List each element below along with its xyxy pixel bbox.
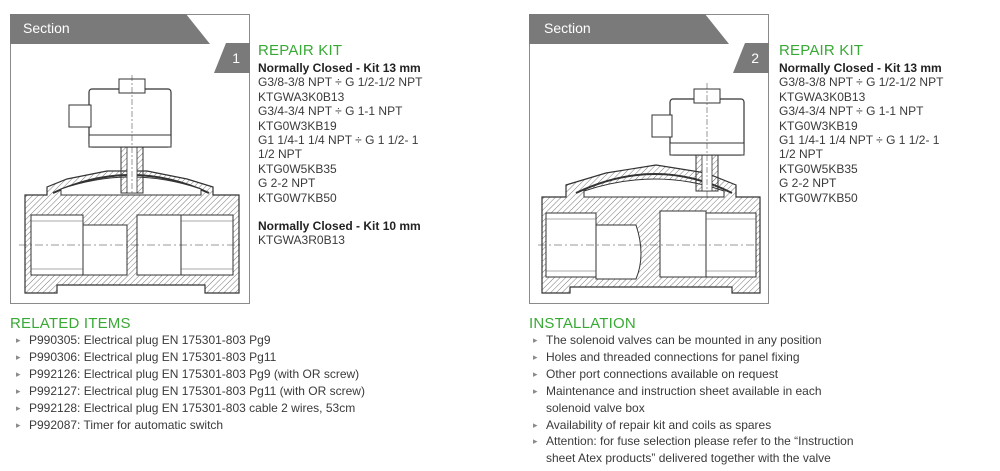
section-number-badge-1: 1 [214,43,250,73]
list-item: ▸ P992128: Electrical plug EN 175301-803 … [16,400,436,417]
solenoid-valve-section-drawing [538,83,762,294]
list-item: ▸ P990305: Electrical plug EN 175301-803 … [16,332,436,349]
repair-kit-line: G3/4-3/4 NPT ÷ G 1-1 NPT [258,104,403,119]
section-number-badge-2: 2 [733,43,769,73]
bullet-arrow-icon: ▸ [533,385,538,396]
section-box-2: Section 2 [529,14,769,304]
repair-kit-title: REPAIR KIT [258,42,343,59]
list-item: ▸ P992087: Timer for automatic switch [16,417,436,434]
related-item-text: P990305: Electrical plug EN 175301-803 P… [29,333,271,347]
repair-kit-line: KTGWA3K0B13 [779,89,866,104]
installation-item-text: Attention: for fuse selection please ref… [546,434,854,466]
repair-kit-2: REPAIR KIT Normally Closed - Kit 13 mm G… [779,43,989,205]
repair-kit-subtitle: Normally Closed - Kit 10 mm [258,219,421,234]
bullet-arrow-icon: ▸ [533,419,538,430]
section-number: 2 [751,50,759,66]
section-tab-shape [529,14,729,44]
list-item: ▸ Holes and threaded connections for pane… [533,349,883,366]
related-item-text: P990306: Electrical plug EN 175301-803 P… [29,349,277,364]
list-item: ▸ Maintenance and instruction sheet avail… [533,383,883,417]
bullet-arrow-icon: ▸ [533,368,538,379]
installation-item-text: Availability of repair kit and coils as … [546,417,772,432]
installation-item-text: Other port connections available on requ… [546,366,779,381]
list-item: ▸ Other port connections available on req… [533,366,883,383]
section-tab-label: Section [23,20,70,36]
repair-kit-subtitle: Normally Closed - Kit 13 mm [779,61,942,75]
repair-kit-line: 1/2 NPT [258,147,303,162]
repair-kit-line: KTG0W3KB19 [779,118,858,133]
repair-kit-line: KTG0W3KB19 [258,118,337,133]
related-item-text: P992127: Electrical plug EN 175301-803 P… [29,383,365,398]
repair-kit-line: KTGWA3K0B13 [258,89,345,104]
repair-kit-1: REPAIR KIT Normally Closed - Kit 13 mm G… [258,43,508,248]
installation-heading: INSTALLATION [529,315,636,332]
repair-kit-line: KTG0W7KB50 [258,190,337,205]
repair-kit-subtitle: Normally Closed - Kit 13 mm [258,61,421,75]
installation-list: ▸ The solenoid valves can be mounted in a… [533,332,883,467]
section-tab-1: Section [10,14,210,44]
repair-kit-line: G3/8-3/8 NPT ÷ G 1/2-1/2 NPT [258,75,423,90]
bullet-arrow-icon: ▸ [16,419,21,430]
number-badge-shape [733,43,769,73]
bullet-arrow-icon: ▸ [533,351,538,362]
list-item: ▸ Availability of repair kit and coils as… [533,417,883,434]
repair-kit-line: KTG0W5KB35 [779,161,858,176]
related-item-text: P992126: Electrical plug EN 175301-803 P… [29,366,360,381]
section-number: 1 [232,50,240,66]
installation-item-text: The solenoid valves can be mounted in an… [546,333,822,347]
repair-kit-line: KTG0W7KB50 [779,190,858,205]
repair-kit-line: KTGWA3R0B13 [258,233,345,248]
repair-kit-line: G 2-2 NPT [779,176,837,191]
section-tab-shape [10,14,210,44]
bullet-arrow-icon: ▸ [533,436,538,447]
repair-kit-line: G1 1/4-1 1/4 NPT ÷ G 1 1/2- 1 [258,133,419,148]
installation-item-text: Holes and threaded connections for panel… [546,349,800,364]
repair-kit-title: REPAIR KIT [779,42,864,59]
related-item-text: P992087: Timer for automatic switch [29,417,224,432]
section-box-1: Section 1 [10,14,250,304]
repair-kit-line: G3/4-3/4 NPT ÷ G 1-1 NPT [779,104,924,119]
section-tab-label: Section [544,20,591,36]
repair-kit-line: KTG0W5KB35 [258,161,337,176]
bullet-arrow-icon: ▸ [16,351,21,362]
related-items-heading: RELATED ITEMS [10,315,131,332]
list-item: ▸ P992127: Electrical plug EN 175301-803 … [16,383,436,400]
section-tab-2: Section [529,14,729,44]
bullet-arrow-icon: ▸ [16,368,21,379]
related-item-text: P992128: Electrical plug EN 175301-803 c… [29,400,356,415]
installation-item-text: Maintenance and instruction sheet availa… [546,383,822,415]
list-item: ▸ The solenoid valves can be mounted in a… [533,332,883,349]
related-items-list: ▸ P990305: Electrical plug EN 175301-803 … [16,332,436,433]
spacer [258,205,508,219]
repair-kit-line: 1/2 NPT [779,147,824,162]
solenoid-valve-section-drawing [19,75,243,294]
list-item: ▸ Attention: for fuse selection please re… [533,433,883,467]
bullet-arrow-icon: ▸ [16,385,21,396]
bullet-arrow-icon: ▸ [16,402,21,413]
repair-kit-line: G 2-2 NPT [258,176,316,191]
number-badge-shape [214,43,250,73]
list-item: ▸ P992126: Electrical plug EN 175301-803 … [16,366,436,383]
repair-kit-line: G1 1/4-1 1/4 NPT ÷ G 1 1/2- 1 [779,133,940,148]
bullet-arrow-icon: ▸ [533,335,538,345]
repair-kit-line: G3/8-3/8 NPT ÷ G 1/2-1/2 NPT [779,75,944,90]
list-item: ▸ P990306: Electrical plug EN 175301-803 … [16,349,436,366]
bullet-arrow-icon: ▸ [16,335,21,345]
